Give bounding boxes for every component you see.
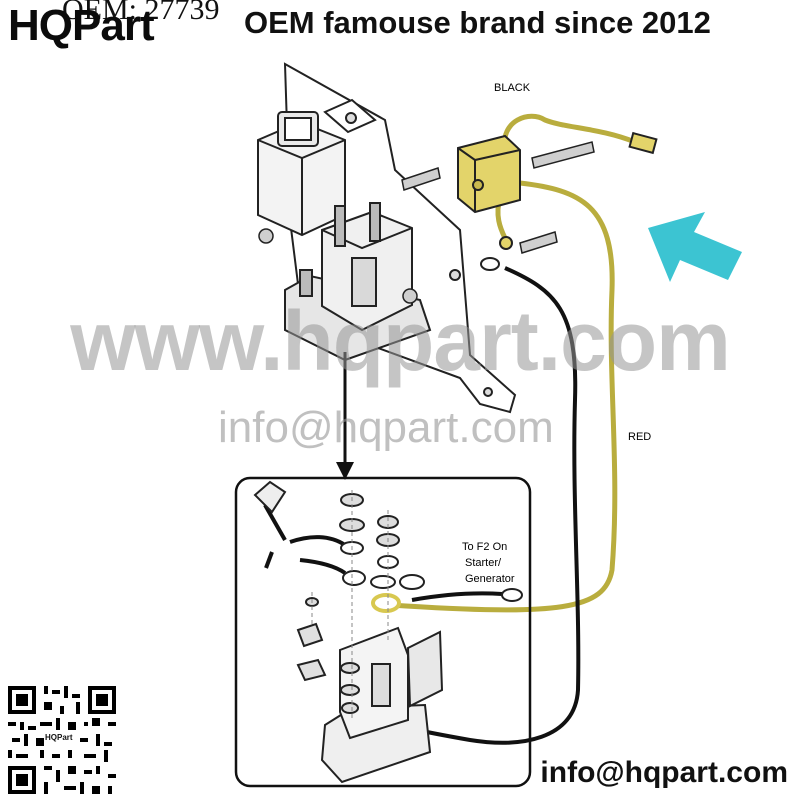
f2-label-line1: To F2 On xyxy=(462,541,507,553)
oem-number: OEM: 27739 xyxy=(62,0,220,26)
highlighted-ring-terminal xyxy=(371,593,401,613)
qr-code-icon xyxy=(8,686,116,794)
ring-terminals xyxy=(480,236,513,271)
watermark-url: www.hqpart.com xyxy=(70,294,731,388)
watermark-email: info@hqpart.com xyxy=(218,403,554,452)
qr-brand-text: HQPart xyxy=(44,733,74,742)
black-wires xyxy=(263,266,581,745)
f2-label-line2: Starter/ xyxy=(465,557,502,569)
black-wire-label: BLACK xyxy=(494,82,531,94)
brand-tagline: OEM famouse brand since 2012 xyxy=(244,5,711,40)
callout-pointer xyxy=(336,352,354,480)
callout-box xyxy=(234,476,532,788)
bolts xyxy=(258,141,595,304)
yellow-junction-block xyxy=(457,131,658,214)
contact-email: info@hqpart.com xyxy=(540,756,788,789)
relay-box xyxy=(257,111,346,237)
blue-arrow xyxy=(648,212,742,282)
solenoid-unit xyxy=(284,202,432,362)
f2-label-line3: Generator xyxy=(465,573,515,585)
brand-logo: HQPart xyxy=(8,1,155,50)
red-wire-label: RED xyxy=(628,431,651,443)
